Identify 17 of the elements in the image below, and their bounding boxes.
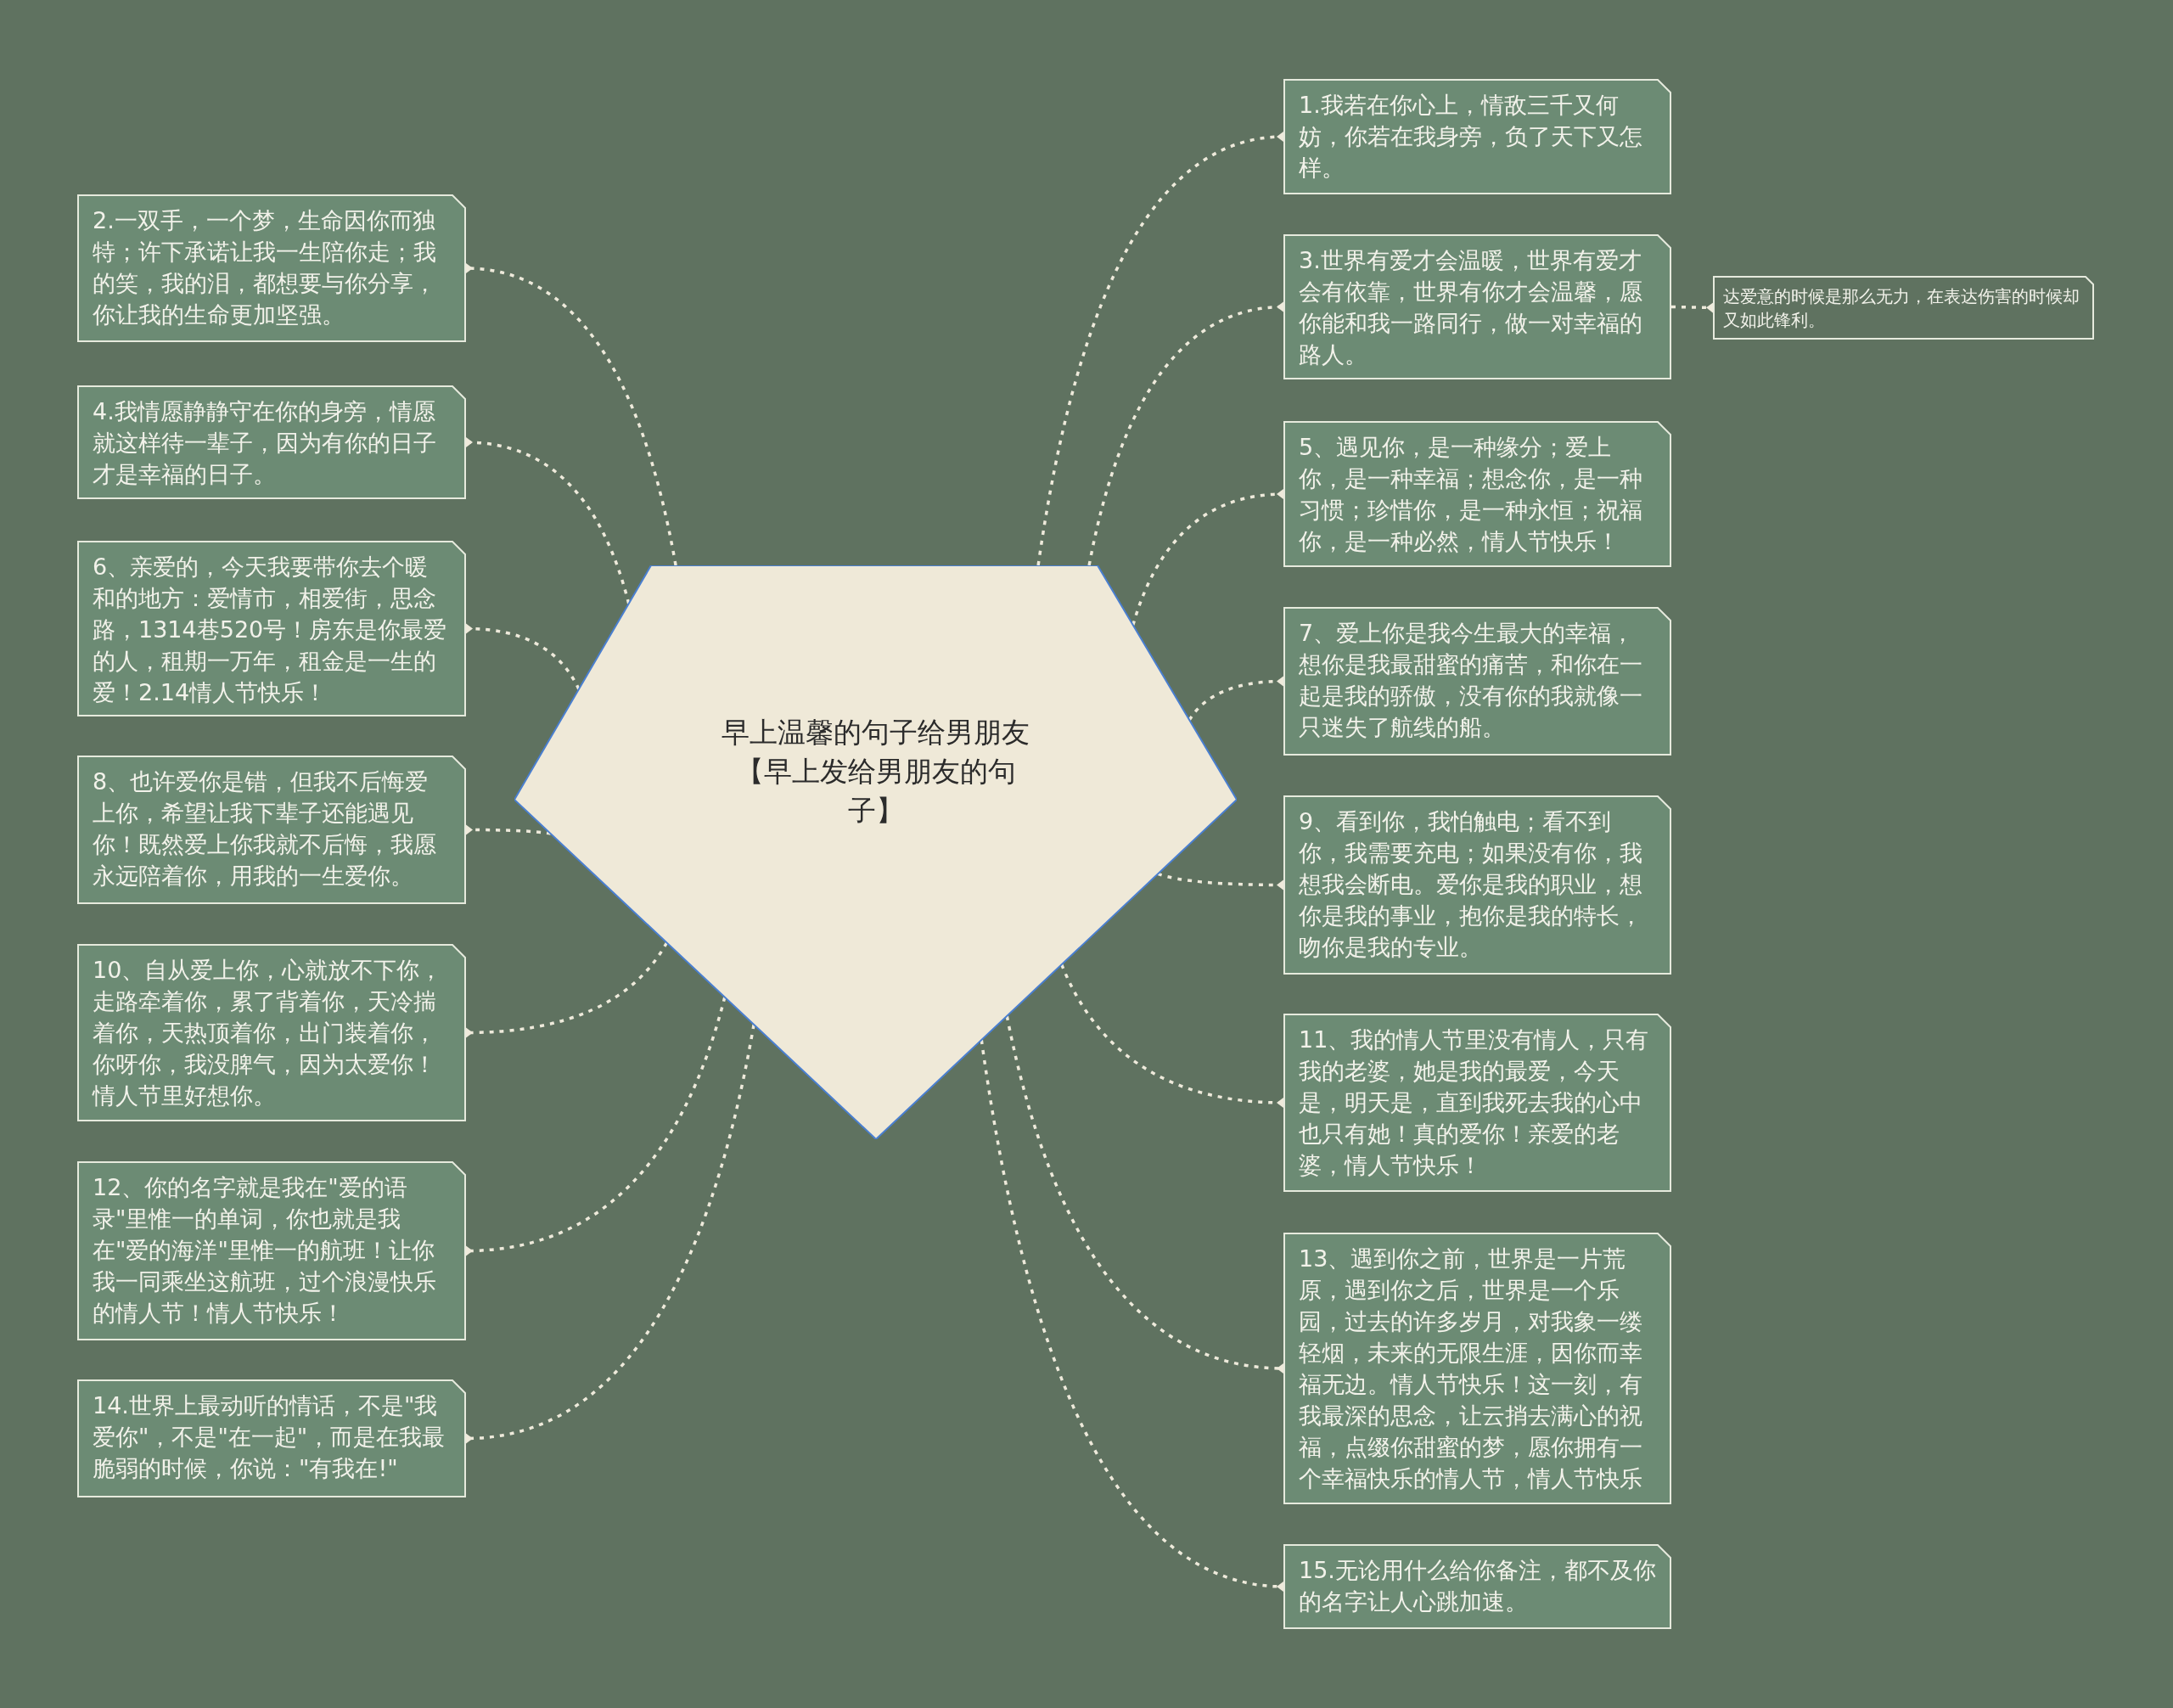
text-card: 10、自从爱上你，心就放不下你，走路牵着你，累了背着你，天冷揣着你，天热顶着你，出门装着你，你呀你，我没脾气，因为太爱你！情人节里好想你。 <box>77 944 466 1121</box>
text-card: 8、也许爱你是错，但我不后悔爱上你，希望让我下辈子还能遇见你！既然爱上你我就不后悔，我愿永远陪着你，用我的一生爱你。 <box>77 756 466 904</box>
topic-pentagon: 早上温馨的句子给男朋友【早上发给男朋友的句子】 <box>514 565 1237 1139</box>
text-card: 5、遇见你，是一种缘分；爱上你，是一种幸福；想念你，是一种习惯；珍惜你，是一种永恒；祝福你，是一种必然，情人节快乐！ <box>1283 421 1671 567</box>
text-card: 9、看到你，我怕触电；看不到你，我需要充电；如果没有你，我想我会断电。爱你是我的职业，想你是我的事业，抱你是我的特长，吻你是我的专业。 <box>1283 795 1671 975</box>
text-card: 14.世界上最动听的情话，不是"我爱你"，不是"在一起"，而是在我最脆弱的时候，你说："有我在!" <box>77 1379 466 1497</box>
text-card: 12、你的名字就是我在"爱的语录"里惟一的单词，你也就是我在"爱的海洋"里惟一的航班！让你我一同乘坐这航班，过个浪漫快乐的情人节！情人节快乐！ <box>77 1161 466 1340</box>
text-card: 4.我情愿静静守在你的身旁，情愿就这样待一辈子，因为有你的日子才是幸福的日子。 <box>77 385 466 499</box>
text-card: 达爱意的时候是那么无力，在表达伤害的时候却又如此锋利。 <box>1713 276 2094 340</box>
text-card: 6、亲爱的，今天我要带你去个暖和的地方：爱情市，相爱街，思念路，1314巷520号！房东是你最爱的人，租期一万年，租金是一生的爱！2.14情人节快乐！ <box>77 541 466 716</box>
text-card: 13、遇到你之前，世界是一片荒原，遇到你之后，世界是一个乐园，过去的许多岁月，对我象一缕轻烟，未来的无限生涯，因你而幸福无边。情人节快乐！这一刻，有我最深的思念，让云捎去满心的祝福，点缀你甜蜜的梦，愿你拥有一个幸福快乐的情人节，情人节快乐 <box>1283 1233 1671 1504</box>
text-card: 7、爱上你是我今生最大的幸福，想你是我最甜蜜的痛苦，和你在一起是我的骄傲，没有你的我就像一只迷失了航线的船。 <box>1283 607 1671 756</box>
text-card: 11、我的情人节里没有情人，只有我的老婆，她是我的最爱，今天是，明天是，直到我死去我的心中也只有她！真的爱你！亲爱的老婆，情人节快乐！ <box>1283 1014 1671 1192</box>
text-card: 2.一双手，一个梦，生命因你而独特；许下承诺让我一生陪你走；我的笑，我的泪，都想要与你分享，你让我的生命更加坚强。 <box>77 194 466 342</box>
text-card: 15.无论用什么给你备注，都不及你的名字让人心跳加速。 <box>1283 1544 1671 1629</box>
text-card: 1.我若在你心上，情敌三千又何妨，你若在我身旁，负了天下又怎样。 <box>1283 79 1671 194</box>
text-card: 3.世界有爱才会温暖，世界有爱才会有依靠，世界有你才会温馨，愿你能和我一路同行，做一对幸福的路人。 <box>1283 234 1671 379</box>
